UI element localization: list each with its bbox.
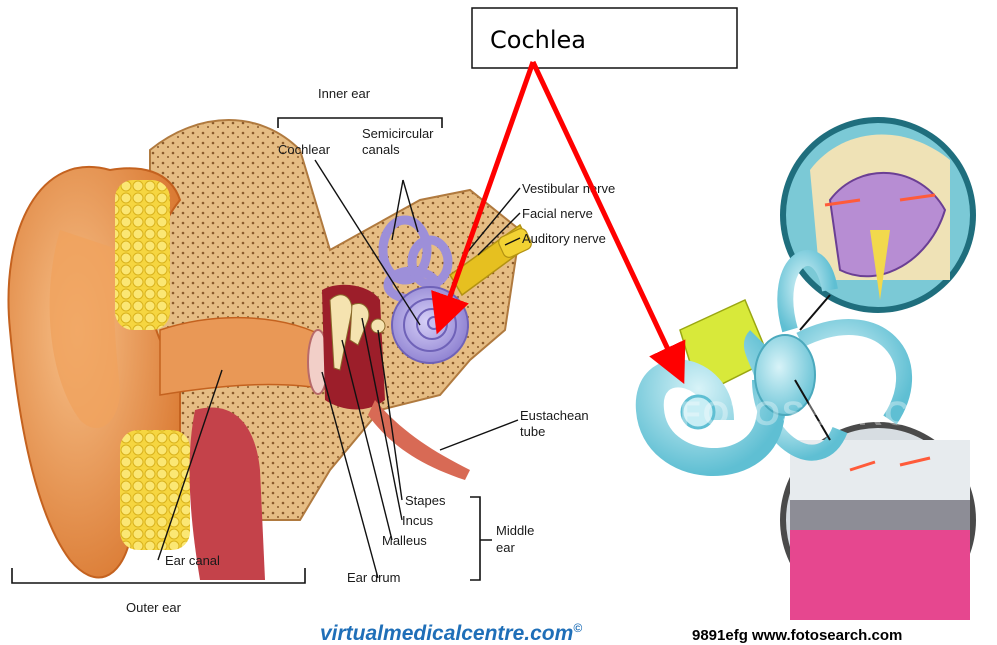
label-ear-canal: Ear canal xyxy=(165,553,220,568)
ear-canal xyxy=(160,318,330,395)
label-auditory-nerve: Auditory nerve xyxy=(522,231,606,246)
magnified-view-upper xyxy=(780,117,976,313)
lblMiddle-line: ear xyxy=(496,540,515,555)
label-cochlear: Cochlear xyxy=(278,142,331,157)
label-vestibular-nerve: Vestibular nerve xyxy=(522,181,615,196)
label-malleus: Malleus xyxy=(382,533,427,548)
credit-fotosearch: 9891efg www.fotosearch.com xyxy=(692,627,902,644)
label-inner-ear: Inner ear xyxy=(318,86,371,101)
lblEust-line: tube xyxy=(520,424,545,439)
label-ear-drum: Ear drum xyxy=(347,570,400,585)
lblMiddle-line: Middle xyxy=(496,523,534,538)
credit-virtualmedicalcentre: virtualmedicalcentre.com© xyxy=(320,621,582,645)
eustachean-tube-shape xyxy=(368,400,470,480)
lblSemi-line: Semicircular xyxy=(362,126,434,141)
lblEust-line: Eustachean xyxy=(520,408,589,423)
label-incus: Incus xyxy=(402,513,434,528)
lblSemi-line: canals xyxy=(362,142,400,157)
callout-label: Cochlea xyxy=(490,26,586,54)
label-facial-nerve: Facial nerve xyxy=(522,206,593,221)
fat-tissue-upper xyxy=(115,180,170,330)
fotosearch-watermark: FOTOSEARCH xyxy=(680,395,937,433)
label-middle-ear: Middle ear xyxy=(496,523,534,555)
fat-tissue-lower xyxy=(120,430,190,550)
label-stapes: Stapes xyxy=(405,493,446,508)
label-outer-ear: Outer ear xyxy=(126,600,182,615)
right-inner-ear-illustration: FOTOSEARCH 9891efg www.fotosearch.com xyxy=(650,117,976,644)
middle-ear-bracket xyxy=(470,497,492,580)
